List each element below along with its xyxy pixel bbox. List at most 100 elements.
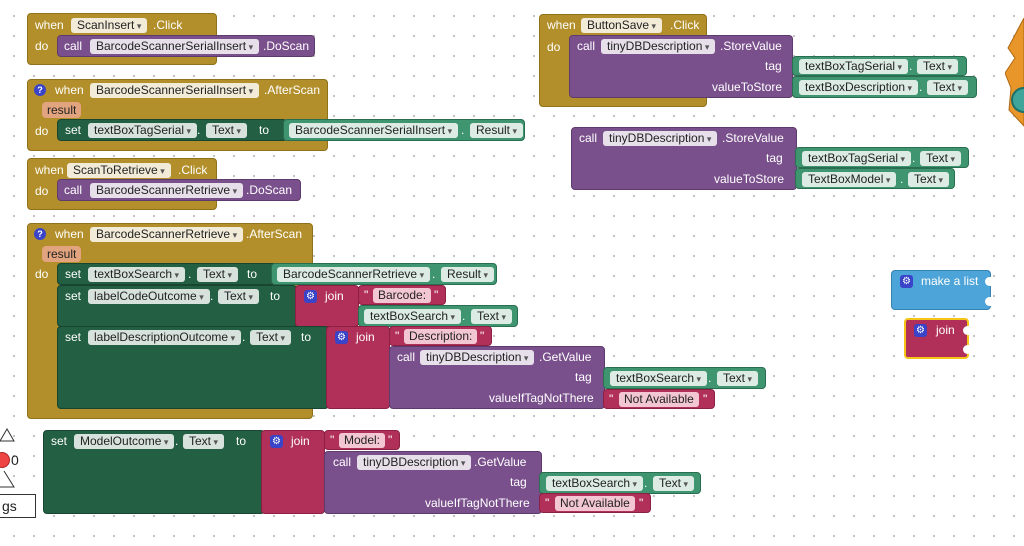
call-retrieve-doscan[interactable]: call BarcodeScannerRetrieve .DoScan xyxy=(57,179,301,201)
component-dropdown[interactable]: textBoxSearch xyxy=(546,476,644,491)
component-dropdown[interactable]: BarcodeScannerRetrieve xyxy=(90,227,244,242)
string-field[interactable]: Description: xyxy=(404,329,478,344)
call-barcode-doscan[interactable]: call BarcodeScannerSerialInsert .DoScan xyxy=(57,35,315,57)
getter-textboxtagserial-text[interactable]: textBoxTagSerial . Text xyxy=(792,56,967,76)
component-dropdown[interactable]: textBoxTagSerial xyxy=(802,151,912,166)
property-dropdown[interactable]: Text xyxy=(471,309,513,324)
do-label: do xyxy=(547,40,561,54)
component-dropdown[interactable]: tinyDBDescription xyxy=(603,131,718,146)
property-dropdown[interactable]: Text xyxy=(206,123,248,138)
property-dropdown[interactable]: Result xyxy=(441,267,495,282)
set-modeloutcome[interactable]: set ModelOutcome . Text to xyxy=(43,430,265,514)
string-field[interactable]: Not Available xyxy=(619,392,699,407)
getter-serialinsert-result[interactable]: BarcodeScannerSerialInsert . Result xyxy=(283,119,525,141)
getter-textboxsearch-text[interactable]: textBoxSearch . Text xyxy=(539,472,701,494)
string-field[interactable]: Not Available xyxy=(555,496,635,511)
join-model[interactable]: ⚙ join xyxy=(261,430,325,514)
call-tinydb-storevalue-2[interactable]: call tinyDBDescription .StoreValue tag v… xyxy=(571,127,797,190)
join-description[interactable]: ⚙ join xyxy=(326,326,390,409)
string-not-available[interactable]: " Not Available " xyxy=(603,389,715,409)
component-dropdown[interactable]: ModelOutcome xyxy=(74,434,175,449)
join-block-selected[interactable]: ⚙ join xyxy=(904,318,969,359)
getter-textboxmodel-text[interactable]: TextBoxModel . Text xyxy=(795,168,955,189)
dot: . xyxy=(432,267,436,281)
valuetostore-label: valueToStore xyxy=(712,80,783,94)
component-dropdown[interactable]: textBoxTagSerial xyxy=(88,123,198,138)
component-dropdown[interactable]: BarcodeScannerSerialInsert xyxy=(90,39,260,54)
property-dropdown[interactable]: Result xyxy=(470,123,524,138)
mascot-icon xyxy=(1005,18,1024,127)
gear-icon[interactable]: ⚙ xyxy=(900,275,913,288)
property-dropdown[interactable]: Text xyxy=(908,172,950,187)
component-dropdown[interactable]: ScanInsert xyxy=(71,18,148,33)
string-not-available[interactable]: " Not Available " xyxy=(539,493,651,513)
component-dropdown[interactable]: tinyDBDescription xyxy=(420,350,535,365)
help-icon[interactable]: ? xyxy=(34,84,46,96)
result-param[interactable]: result xyxy=(42,102,82,118)
call-tinydb-getvalue-1[interactable]: call tinyDBDescription .GetValue tag val… xyxy=(389,346,605,409)
string-barcode[interactable]: " Barcode: " xyxy=(358,285,446,305)
getter-textboxdescription-text[interactable]: textBoxDescription . Text xyxy=(792,76,977,98)
join-barcode[interactable]: ⚙ join xyxy=(295,285,359,327)
gear-icon[interactable]: ⚙ xyxy=(335,331,348,344)
method-name: .DoScan xyxy=(246,183,293,197)
property-dropdown[interactable]: Text xyxy=(917,59,959,74)
component-dropdown[interactable]: BarcodeScannerRetrieve xyxy=(277,267,431,282)
property-dropdown[interactable]: Text xyxy=(653,476,695,491)
gear-icon[interactable]: ⚙ xyxy=(914,324,927,337)
component-dropdown[interactable]: BarcodeScannerRetrieve xyxy=(90,183,244,198)
component-dropdown[interactable]: textBoxSearch xyxy=(88,267,186,282)
open-quote: " xyxy=(545,496,550,510)
set-label: set xyxy=(65,267,82,281)
component-dropdown[interactable]: textBoxTagSerial xyxy=(799,59,909,74)
make-a-list-block[interactable]: ⚙ make a list xyxy=(891,270,991,310)
property-dropdown[interactable]: Text xyxy=(717,371,759,386)
component-dropdown[interactable]: labelCodeOutcome xyxy=(88,289,210,304)
getter-textboxsearch-text[interactable]: textBoxSearch . Text xyxy=(358,305,518,327)
component-dropdown[interactable]: BarcodeScannerSerialInsert xyxy=(289,123,459,138)
property-dropdown[interactable]: Text xyxy=(250,330,292,345)
component-dropdown[interactable]: labelDescriptionOutcome xyxy=(88,330,242,345)
component-dropdown[interactable]: tinyDBDescription xyxy=(357,455,472,470)
component-dropdown[interactable]: textBoxSearch xyxy=(610,371,708,386)
call-label: call xyxy=(577,39,596,53)
result-param[interactable]: result xyxy=(42,246,82,262)
gear-icon[interactable]: ⚙ xyxy=(270,435,283,448)
warning-triangle-icon[interactable] xyxy=(0,428,16,442)
set-labelcodeoutcome[interactable]: set labelCodeOutcome . Text to xyxy=(57,285,297,327)
property-dropdown[interactable]: Text xyxy=(218,289,260,304)
component-dropdown[interactable]: tinyDBDescription xyxy=(601,39,716,54)
set-textboxtagserial[interactable]: set textBoxTagSerial . Text to xyxy=(57,119,287,141)
call-tinydb-storevalue-1[interactable]: call tinyDBDescription .StoreValue tag v… xyxy=(569,35,793,98)
string-description[interactable]: " Description: " xyxy=(389,326,492,346)
property-dropdown[interactable]: Text xyxy=(183,434,225,449)
property-dropdown[interactable]: Text xyxy=(927,80,969,95)
string-field[interactable]: Model: xyxy=(339,433,386,448)
getter-textboxtagserial-text[interactable]: textBoxTagSerial . Text xyxy=(795,147,969,168)
component-dropdown[interactable]: TextBoxModel xyxy=(802,172,897,187)
call-tinydb-getvalue-2[interactable]: call tinyDBDescription .GetValue tag val… xyxy=(324,451,542,514)
getter-retrieve-result[interactable]: BarcodeScannerRetrieve . Result xyxy=(271,263,497,285)
property-dropdown[interactable]: Text xyxy=(920,151,962,166)
component-dropdown[interactable]: textBoxSearch xyxy=(364,309,462,324)
gear-icon[interactable]: ⚙ xyxy=(304,290,317,303)
set-textboxsearch[interactable]: set textBoxSearch . Text to xyxy=(57,263,277,285)
component-dropdown[interactable]: ScanToRetrieve xyxy=(67,163,171,178)
component-dropdown[interactable]: textBoxDescription xyxy=(799,80,919,95)
dot: . xyxy=(197,123,201,137)
help-icon[interactable]: ? xyxy=(34,228,46,240)
string-model[interactable]: " Model: " xyxy=(324,430,400,450)
error-indicator[interactable]: 0 xyxy=(0,450,22,472)
string-field[interactable]: Barcode: xyxy=(373,288,432,303)
method-name: .GetValue xyxy=(539,350,592,364)
set-label: set xyxy=(65,123,82,137)
open-quote: " xyxy=(364,288,369,302)
component-dropdown[interactable]: BarcodeScannerSerialInsert xyxy=(90,83,260,98)
property-dropdown[interactable]: Text xyxy=(197,267,239,282)
when-label: when xyxy=(547,18,576,32)
component-dropdown[interactable]: ButtonSave xyxy=(581,18,663,33)
call-label: call xyxy=(64,183,83,197)
set-labeldescriptionoutcome[interactable]: set labelDescriptionOutcome . Text to xyxy=(57,326,329,409)
show-warnings-button[interactable]: gs xyxy=(0,494,36,518)
getter-textboxsearch-text[interactable]: textBoxSearch . Text xyxy=(603,367,766,389)
